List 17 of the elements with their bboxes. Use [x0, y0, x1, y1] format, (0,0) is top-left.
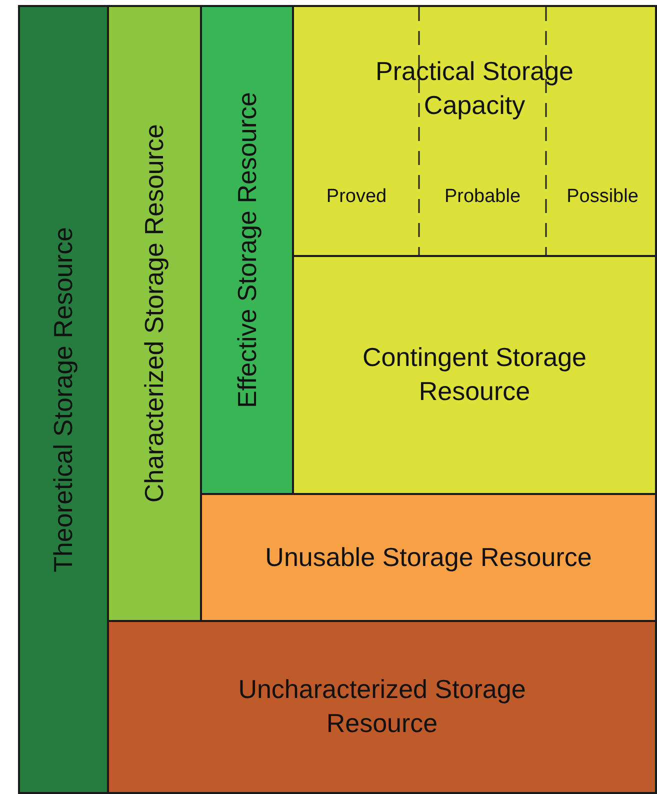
category-label: Probable [444, 186, 521, 208]
block-label: Contingent Storage Resource [361, 341, 588, 408]
block-label: Practical Storage Capacity [374, 55, 574, 122]
block-label: Uncharacterized Storage Resource [237, 673, 527, 740]
category-label: Possible [566, 186, 638, 208]
resource-panel [292, 255, 657, 495]
block-label: Effective Storage Resource [232, 92, 262, 408]
capacity-panel [292, 5, 657, 257]
resource-band [200, 493, 657, 622]
resource-column [18, 5, 109, 794]
resource-column [107, 5, 202, 622]
block-label: Characterized Storage Resource [139, 124, 170, 503]
block-label: Theoretical Storage Resource [48, 226, 79, 572]
category-label: Proved [326, 186, 387, 208]
resource-column [200, 5, 294, 495]
block-label: Unusable Storage Resource [265, 540, 592, 574]
resource-band [107, 620, 657, 794]
